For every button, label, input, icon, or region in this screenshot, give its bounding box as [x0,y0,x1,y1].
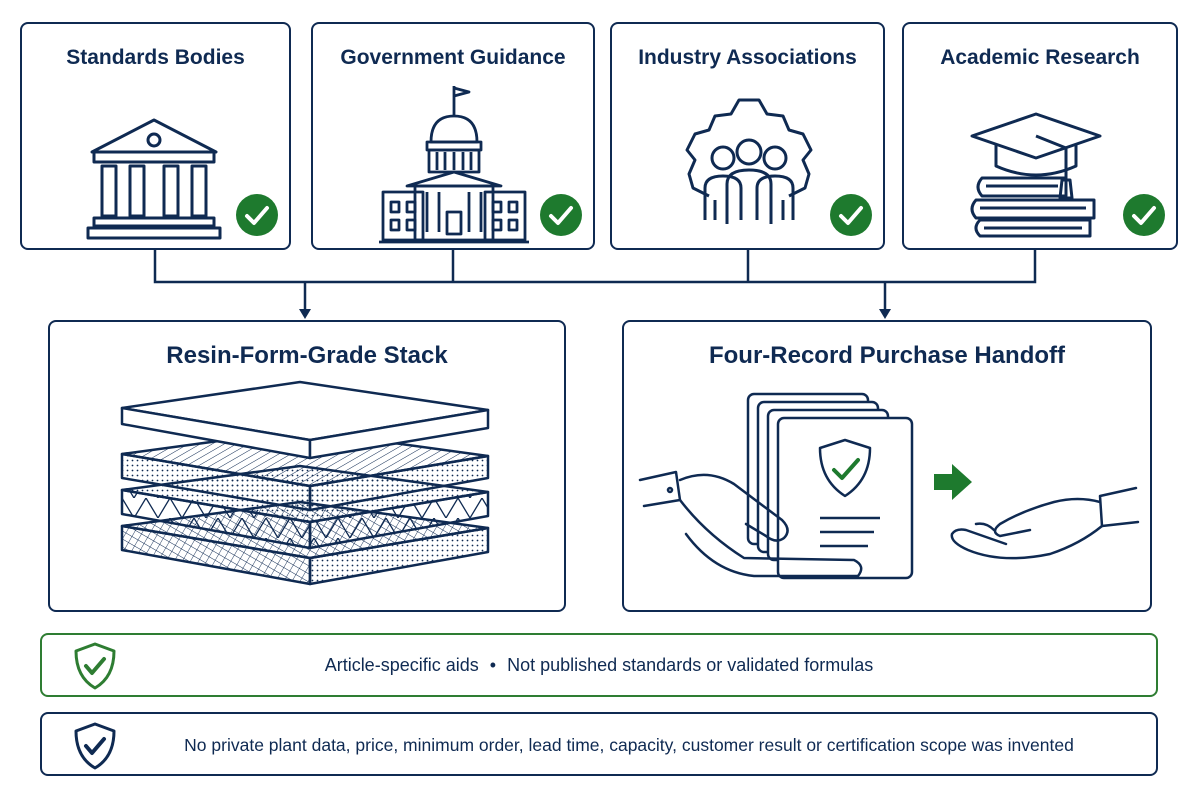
shield-check-icon [74,722,116,770]
columns-building-icon [86,118,222,240]
handoff-card-title: Four-Record Purchase Handoff [708,342,1066,369]
banner-text-left: Article-specific aids [324,655,479,675]
stack-card-title: Resin-Form-Grade Stack [166,342,448,369]
disclaimer-banner-aids: Article-specific aids • Not published st… [40,633,1158,697]
check-badge-icon [830,194,872,236]
banner-text-right: Not published standards or validated for… [507,655,874,675]
banner-text: No private plant data, price, minimum or… [184,735,1074,755]
shield-check-icon [74,642,116,690]
banner-text: Article-specific aids • Not published st… [42,655,1156,676]
disclaimer-banner-no-invented-data: No private plant data, price, minimum or… [40,712,1158,776]
check-badge-icon [1123,194,1165,236]
people-gear-icon [685,98,813,224]
material-layers-icon [120,380,490,586]
check-badge-icon [236,194,278,236]
source-card-academic-research: Academic Research [902,22,1178,250]
source-card-title: Government Guidance [340,46,566,69]
check-badge-icon [540,194,582,236]
source-card-title: Industry Associations [638,46,857,69]
capitol-building-icon [379,86,529,244]
source-card-title: Standards Bodies [66,46,245,69]
handoff-card: Four-Record Purchase Handoff [622,320,1152,612]
graduation-cap-books-icon [970,112,1102,238]
banner-separator: • [489,655,497,675]
source-card-standards-bodies: Standards Bodies [20,22,291,250]
source-card-title: Academic Research [940,46,1140,69]
document-handoff-icon [638,392,1140,580]
source-card-government-guidance: Government Guidance [311,22,595,250]
source-card-industry-associations: Industry Associations [610,22,885,250]
stack-card: Resin-Form-Grade Stack [48,320,566,612]
